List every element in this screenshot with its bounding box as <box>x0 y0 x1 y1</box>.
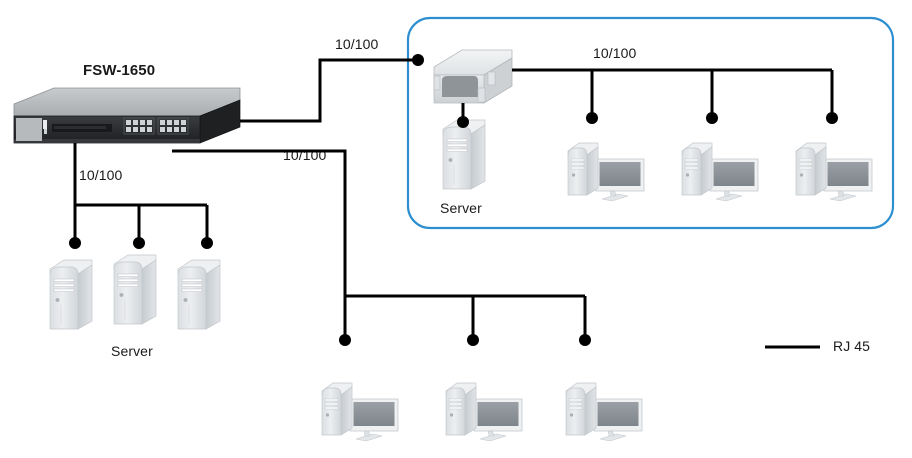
device-core-switch[interactable] <box>13 87 241 144</box>
page-title: FSW-1650 <box>83 62 156 79</box>
connector-dot <box>201 237 213 249</box>
connector-dot <box>339 334 351 346</box>
connector-dot <box>586 112 598 124</box>
connector-dot <box>412 54 424 66</box>
connector-dots <box>69 54 838 346</box>
connector-dot <box>69 237 81 249</box>
connector-dot <box>133 237 145 249</box>
legend-label-rj45: RJ 45 <box>833 338 871 354</box>
highlight-region-box <box>406 16 895 230</box>
connector-dot <box>467 334 479 346</box>
connector-dot <box>826 112 838 124</box>
link-speed-label-top: 10/100 <box>335 36 379 52</box>
link-core-to-bottom-bus <box>172 149 585 298</box>
server-group-label-box: Server <box>440 200 482 216</box>
server-group-label-left: Server <box>111 343 153 359</box>
device-edge-switch[interactable] <box>433 49 513 104</box>
connector-dot <box>706 112 718 124</box>
link-speed-label-left: 10/100 <box>79 167 123 183</box>
connector-dot <box>457 116 469 128</box>
link-speed-label-box: 10/100 <box>593 45 637 61</box>
link-core-to-edge-switch <box>240 58 418 123</box>
connector-dot <box>579 334 591 346</box>
